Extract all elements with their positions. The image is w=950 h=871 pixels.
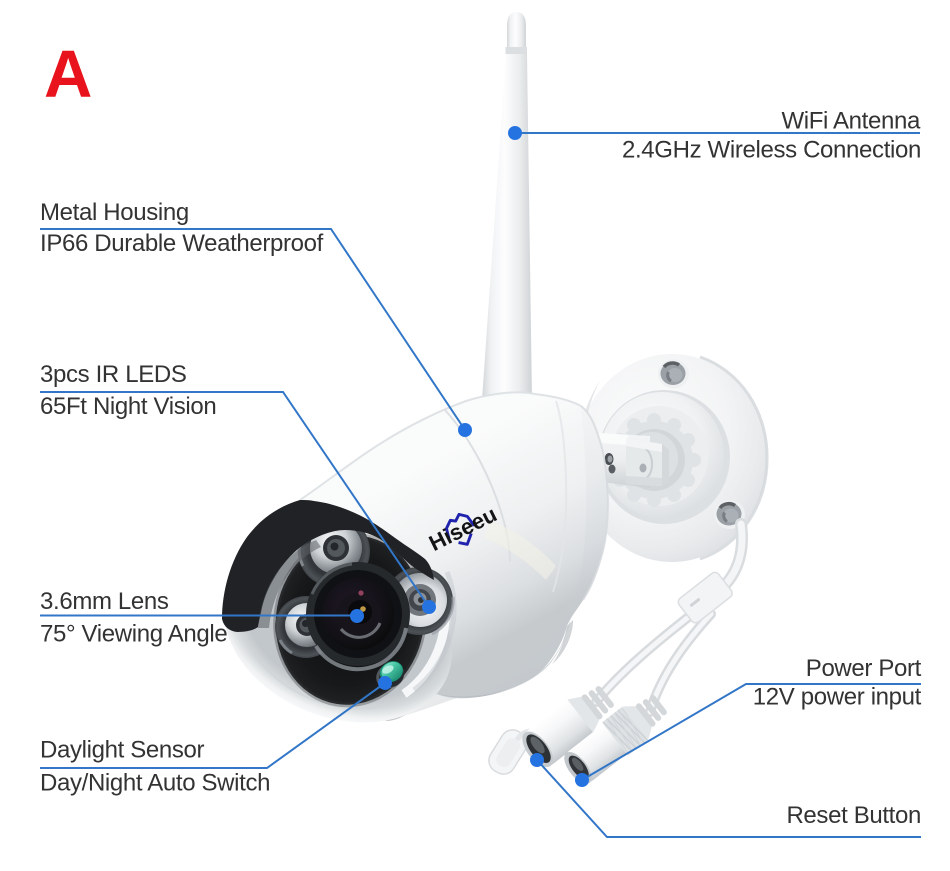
svg-text:3.6mm Lens: 3.6mm Lens bbox=[40, 588, 169, 615]
svg-text:A: A bbox=[44, 37, 92, 112]
svg-text:IP66 Durable Weatherproof: IP66 Durable Weatherproof bbox=[40, 230, 324, 257]
svg-text:WiFi Antenna: WiFi Antenna bbox=[781, 108, 921, 135]
svg-text:65Ft Night Vision: 65Ft Night Vision bbox=[40, 393, 216, 420]
svg-text:Metal Housing: Metal Housing bbox=[40, 199, 189, 226]
svg-text:3pcs IR LEDS: 3pcs IR LEDS bbox=[40, 361, 187, 388]
svg-text:Day/Night Auto Switch: Day/Night Auto Switch bbox=[40, 770, 270, 797]
svg-text:Power Port: Power Port bbox=[806, 655, 922, 682]
svg-text:Reset Button: Reset Button bbox=[786, 802, 921, 829]
svg-text:Daylight Sensor: Daylight Sensor bbox=[40, 737, 205, 764]
svg-text:75° Viewing Angle: 75° Viewing Angle bbox=[40, 621, 227, 648]
svg-text:12V power input: 12V power input bbox=[753, 684, 922, 711]
svg-text:2.4GHz Wireless Connection: 2.4GHz Wireless Connection bbox=[622, 137, 921, 164]
